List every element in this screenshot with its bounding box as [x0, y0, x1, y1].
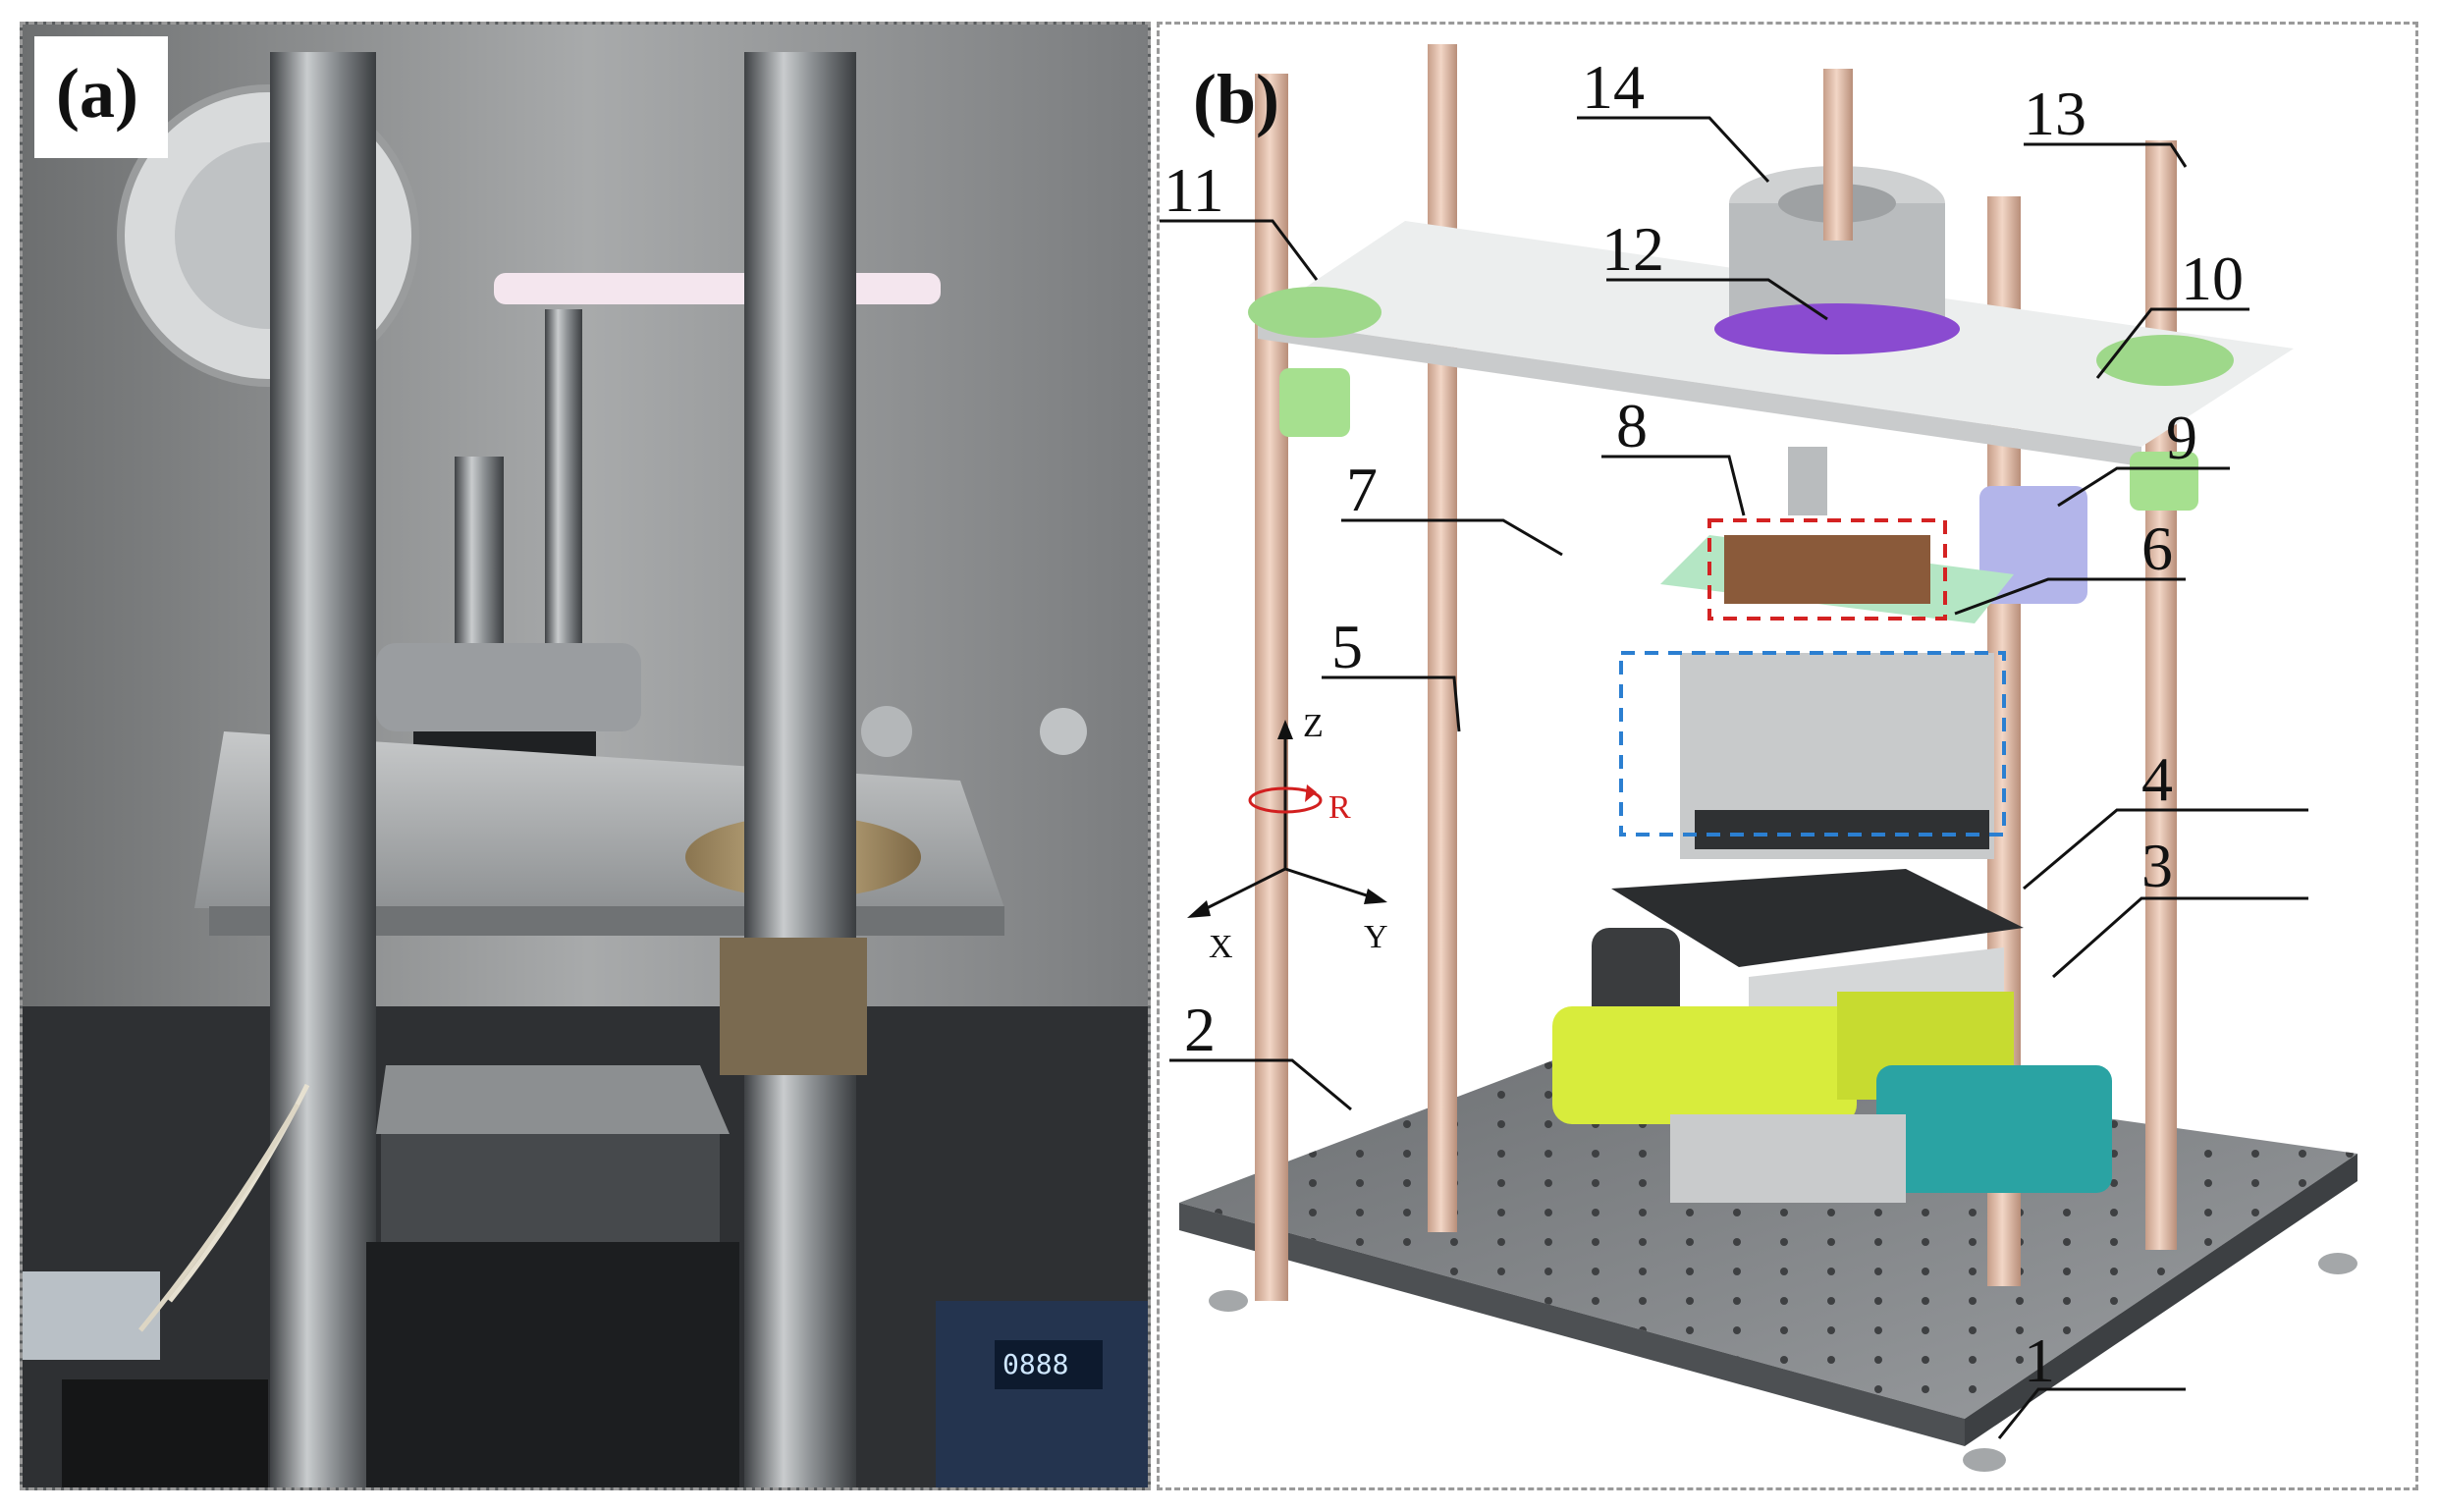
sample-holder — [1724, 535, 1930, 604]
photo-illustration: 0888 — [23, 25, 1148, 1487]
leader-4 — [2023, 808, 2308, 891]
bearing-left-lower — [1279, 368, 1350, 437]
display-digits: 0888 — [1002, 1348, 1068, 1380]
panel-a-tag: (a) — [34, 36, 168, 158]
leader-12 — [1606, 278, 1828, 321]
axis-x-label: X — [1209, 929, 1233, 965]
leader-2 — [1169, 1058, 1352, 1111]
callout-12: 12 — [1601, 214, 1664, 284]
panel-a-photo: 0888 (a) — [20, 22, 1151, 1490]
callout-2: 2 — [1184, 995, 1216, 1064]
left-instrument — [23, 1271, 160, 1360]
base-plate-edge — [1179, 1203, 1965, 1446]
callout-8: 8 — [1616, 391, 1648, 460]
callout-6: 6 — [2141, 513, 2173, 583]
callout-14: 14 — [1582, 52, 1645, 122]
rod-back-right — [2145, 140, 2177, 1250]
leader-6 — [1954, 577, 2186, 616]
leader-1 — [1997, 1387, 2186, 1439]
axis-rotation-label: R — [1328, 789, 1351, 826]
yellow-motor — [1552, 1006, 1857, 1124]
stage-pedestal — [1670, 1114, 1906, 1203]
callout-10: 10 — [2181, 243, 2244, 313]
weight-stack-body — [376, 643, 641, 731]
stage-highlight-box — [1619, 651, 2006, 837]
lower-stage-motor — [366, 1242, 739, 1487]
leader-7 — [1341, 518, 1563, 557]
wall-connector-2 — [1040, 708, 1087, 755]
sample-highlight-box — [1707, 518, 1947, 621]
foot-3 — [2318, 1253, 2357, 1274]
main-rod-right — [744, 52, 856, 1487]
clamp-ring — [1714, 303, 1960, 354]
callout-9: 9 — [2166, 403, 2197, 472]
callout-5: 5 — [1331, 612, 1363, 681]
rod-front-left — [1255, 74, 1288, 1301]
teal-motor — [1876, 1065, 2112, 1193]
linear-stage-motor — [1592, 928, 1680, 1026]
schematic-illustration: Z X Y R 1 2 3 4 5 6 7 8 9 10 — [1160, 44, 2357, 1472]
base-plate-edge-right — [1965, 1154, 2357, 1446]
back-rod-2 — [455, 457, 504, 643]
main-rod-left — [270, 52, 376, 1487]
leader-3 — [2052, 896, 2308, 979]
leader-10 — [2095, 307, 2249, 379]
linear-stage — [1611, 869, 2024, 967]
cable-bundle-2 — [138, 1103, 300, 1332]
bearing-right-lower — [2130, 452, 2198, 511]
leader-13 — [2024, 142, 2188, 168]
flange-left — [1248, 287, 1382, 338]
lower-stage-body — [381, 1134, 720, 1242]
axis-z-label: Z — [1303, 708, 1324, 744]
light-bar — [494, 273, 941, 304]
callout-7: 7 — [1346, 455, 1378, 524]
callout-3: 3 — [2141, 831, 2173, 900]
display-panel — [995, 1340, 1103, 1389]
linear-bearing — [720, 938, 867, 1075]
callout-13: 13 — [2024, 79, 2086, 148]
press-shaft — [1788, 447, 1827, 515]
leader-9 — [2057, 466, 2230, 508]
flange-right — [2096, 335, 2234, 386]
foot-2 — [1209, 1290, 1248, 1312]
leader-8 — [1601, 455, 1746, 516]
axis-y-label: Y — [1364, 919, 1388, 955]
rod-back-left — [1428, 44, 1457, 1232]
panel-b-tag: (b) — [1193, 60, 1279, 138]
rod-center — [1823, 69, 1853, 241]
xyz-stage-base — [1695, 810, 1989, 849]
callout-1: 1 — [2024, 1325, 2055, 1395]
panel-b-schematic: Z X Y R 1 2 3 4 5 6 7 8 9 10 — [1157, 22, 2418, 1490]
leader-5 — [1322, 675, 1461, 732]
foot-1 — [1963, 1448, 2006, 1472]
upper-plate-edge — [1258, 319, 2141, 466]
callout-4: 4 — [2141, 744, 2173, 814]
leader-11 — [1160, 219, 1319, 281]
lower-stage-plate — [376, 1065, 730, 1134]
coordinate-axes — [1187, 720, 1387, 918]
left-motor — [62, 1379, 268, 1487]
wall-connector — [861, 706, 912, 757]
callout-leaders — [1160, 116, 2308, 1439]
leader-14 — [1577, 116, 1770, 184]
controller-box — [936, 1301, 1148, 1487]
callout-11: 11 — [1164, 155, 1224, 225]
